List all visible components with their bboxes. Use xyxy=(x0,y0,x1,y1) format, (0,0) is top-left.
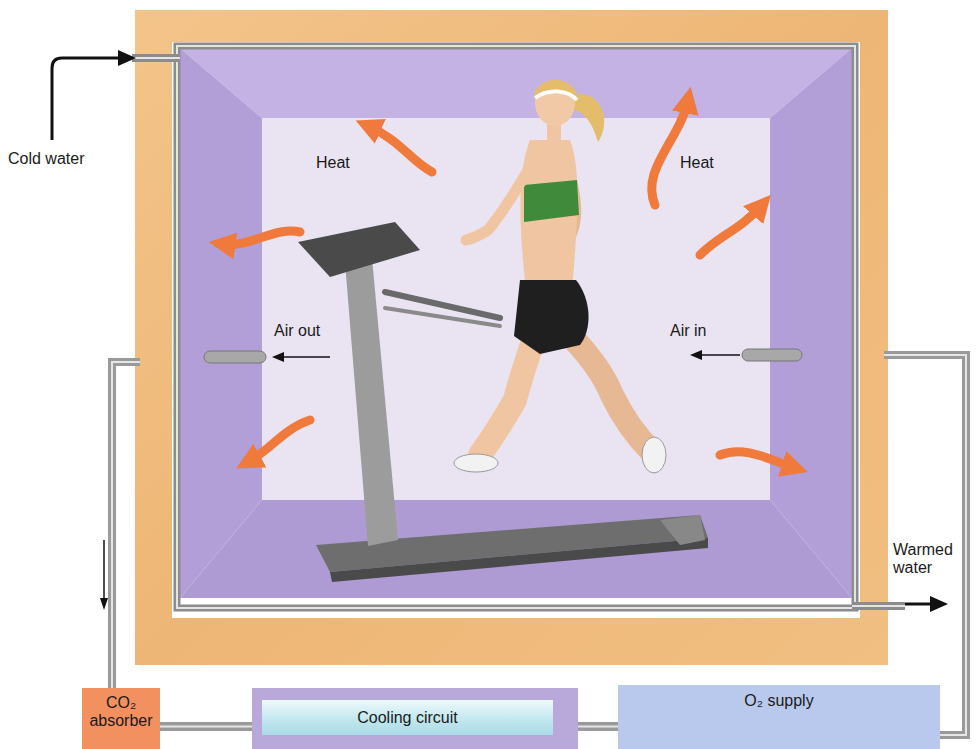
runner-hair xyxy=(534,80,578,102)
air-out-vent xyxy=(204,351,266,363)
pipe xyxy=(160,722,252,731)
pipe-connector xyxy=(160,726,252,727)
pipe-connector xyxy=(578,726,618,727)
arrowhead xyxy=(930,596,948,612)
cold-water-arrow xyxy=(52,58,120,140)
treadmill-console xyxy=(298,222,420,277)
air-in-pipe xyxy=(884,355,966,735)
air-flow-arrow xyxy=(103,540,105,600)
running-shoe xyxy=(454,454,498,472)
water-inlet-highlight xyxy=(132,57,180,59)
air-out-pipe-highlight xyxy=(112,362,140,690)
water-outlet-pipe xyxy=(852,602,905,610)
chamber-back-wall xyxy=(262,118,770,500)
pipe xyxy=(578,722,618,731)
water-outlet-highlight xyxy=(852,605,905,607)
treadmill-upright xyxy=(345,258,398,546)
air-out-arrow xyxy=(282,356,330,358)
arrowhead xyxy=(118,50,136,66)
treadmill-handle xyxy=(385,308,500,326)
annotation-label: Heat xyxy=(680,154,714,172)
running-shoe xyxy=(642,437,666,473)
ponytail xyxy=(570,94,604,142)
arrowhead xyxy=(100,598,108,610)
box-label: O₂ supply xyxy=(624,692,934,710)
runner-arm xyxy=(466,160,534,240)
chamber-floor xyxy=(180,500,852,598)
treadmill-base xyxy=(330,538,708,582)
air-in-vent xyxy=(742,349,802,361)
headband xyxy=(535,91,577,100)
runner-leg xyxy=(565,330,652,452)
sports-top xyxy=(524,180,579,222)
pipe-highlight xyxy=(160,726,252,728)
arrowhead xyxy=(272,352,284,362)
chamber-ceiling xyxy=(180,48,852,118)
heat-arrow xyxy=(652,100,688,205)
process-box: Cooling circuit xyxy=(252,688,578,749)
annotation-label: Heat xyxy=(316,154,350,172)
air-in-pipe-highlight xyxy=(884,355,966,735)
annotation-label: Air out xyxy=(274,322,320,340)
box-label: Cooling circuit xyxy=(262,700,553,735)
arrowhead xyxy=(690,350,702,360)
heat-arrow xyxy=(700,205,762,255)
heat-arrow xyxy=(248,420,310,462)
annotation-label: Cold water xyxy=(8,150,84,168)
box-label: CO₂ absorber xyxy=(85,694,157,731)
heat-arrow xyxy=(720,452,795,468)
air-out-pipe xyxy=(112,362,140,690)
warmed-water-arrow xyxy=(905,603,932,606)
treadmill-end xyxy=(660,515,705,545)
chamber-frame xyxy=(172,42,860,618)
runner-leg xyxy=(480,335,535,455)
heat-arrow xyxy=(222,231,300,245)
process-box: O₂ supply xyxy=(618,685,940,749)
annotation-label: Warmed water xyxy=(893,541,957,578)
water-coil xyxy=(177,46,855,608)
heat-arrow xyxy=(368,126,432,172)
water-coil-highlight xyxy=(177,46,855,608)
pipe-highlight xyxy=(578,726,618,728)
annotation-label: Air in xyxy=(670,322,706,340)
air-in-arrow xyxy=(700,354,740,356)
process-box: CO₂ absorber xyxy=(82,688,160,749)
water-inlet-pipe xyxy=(132,54,180,62)
treadmill-handle xyxy=(385,292,500,318)
insulated-wall xyxy=(135,10,888,665)
runner-shorts xyxy=(514,280,589,354)
